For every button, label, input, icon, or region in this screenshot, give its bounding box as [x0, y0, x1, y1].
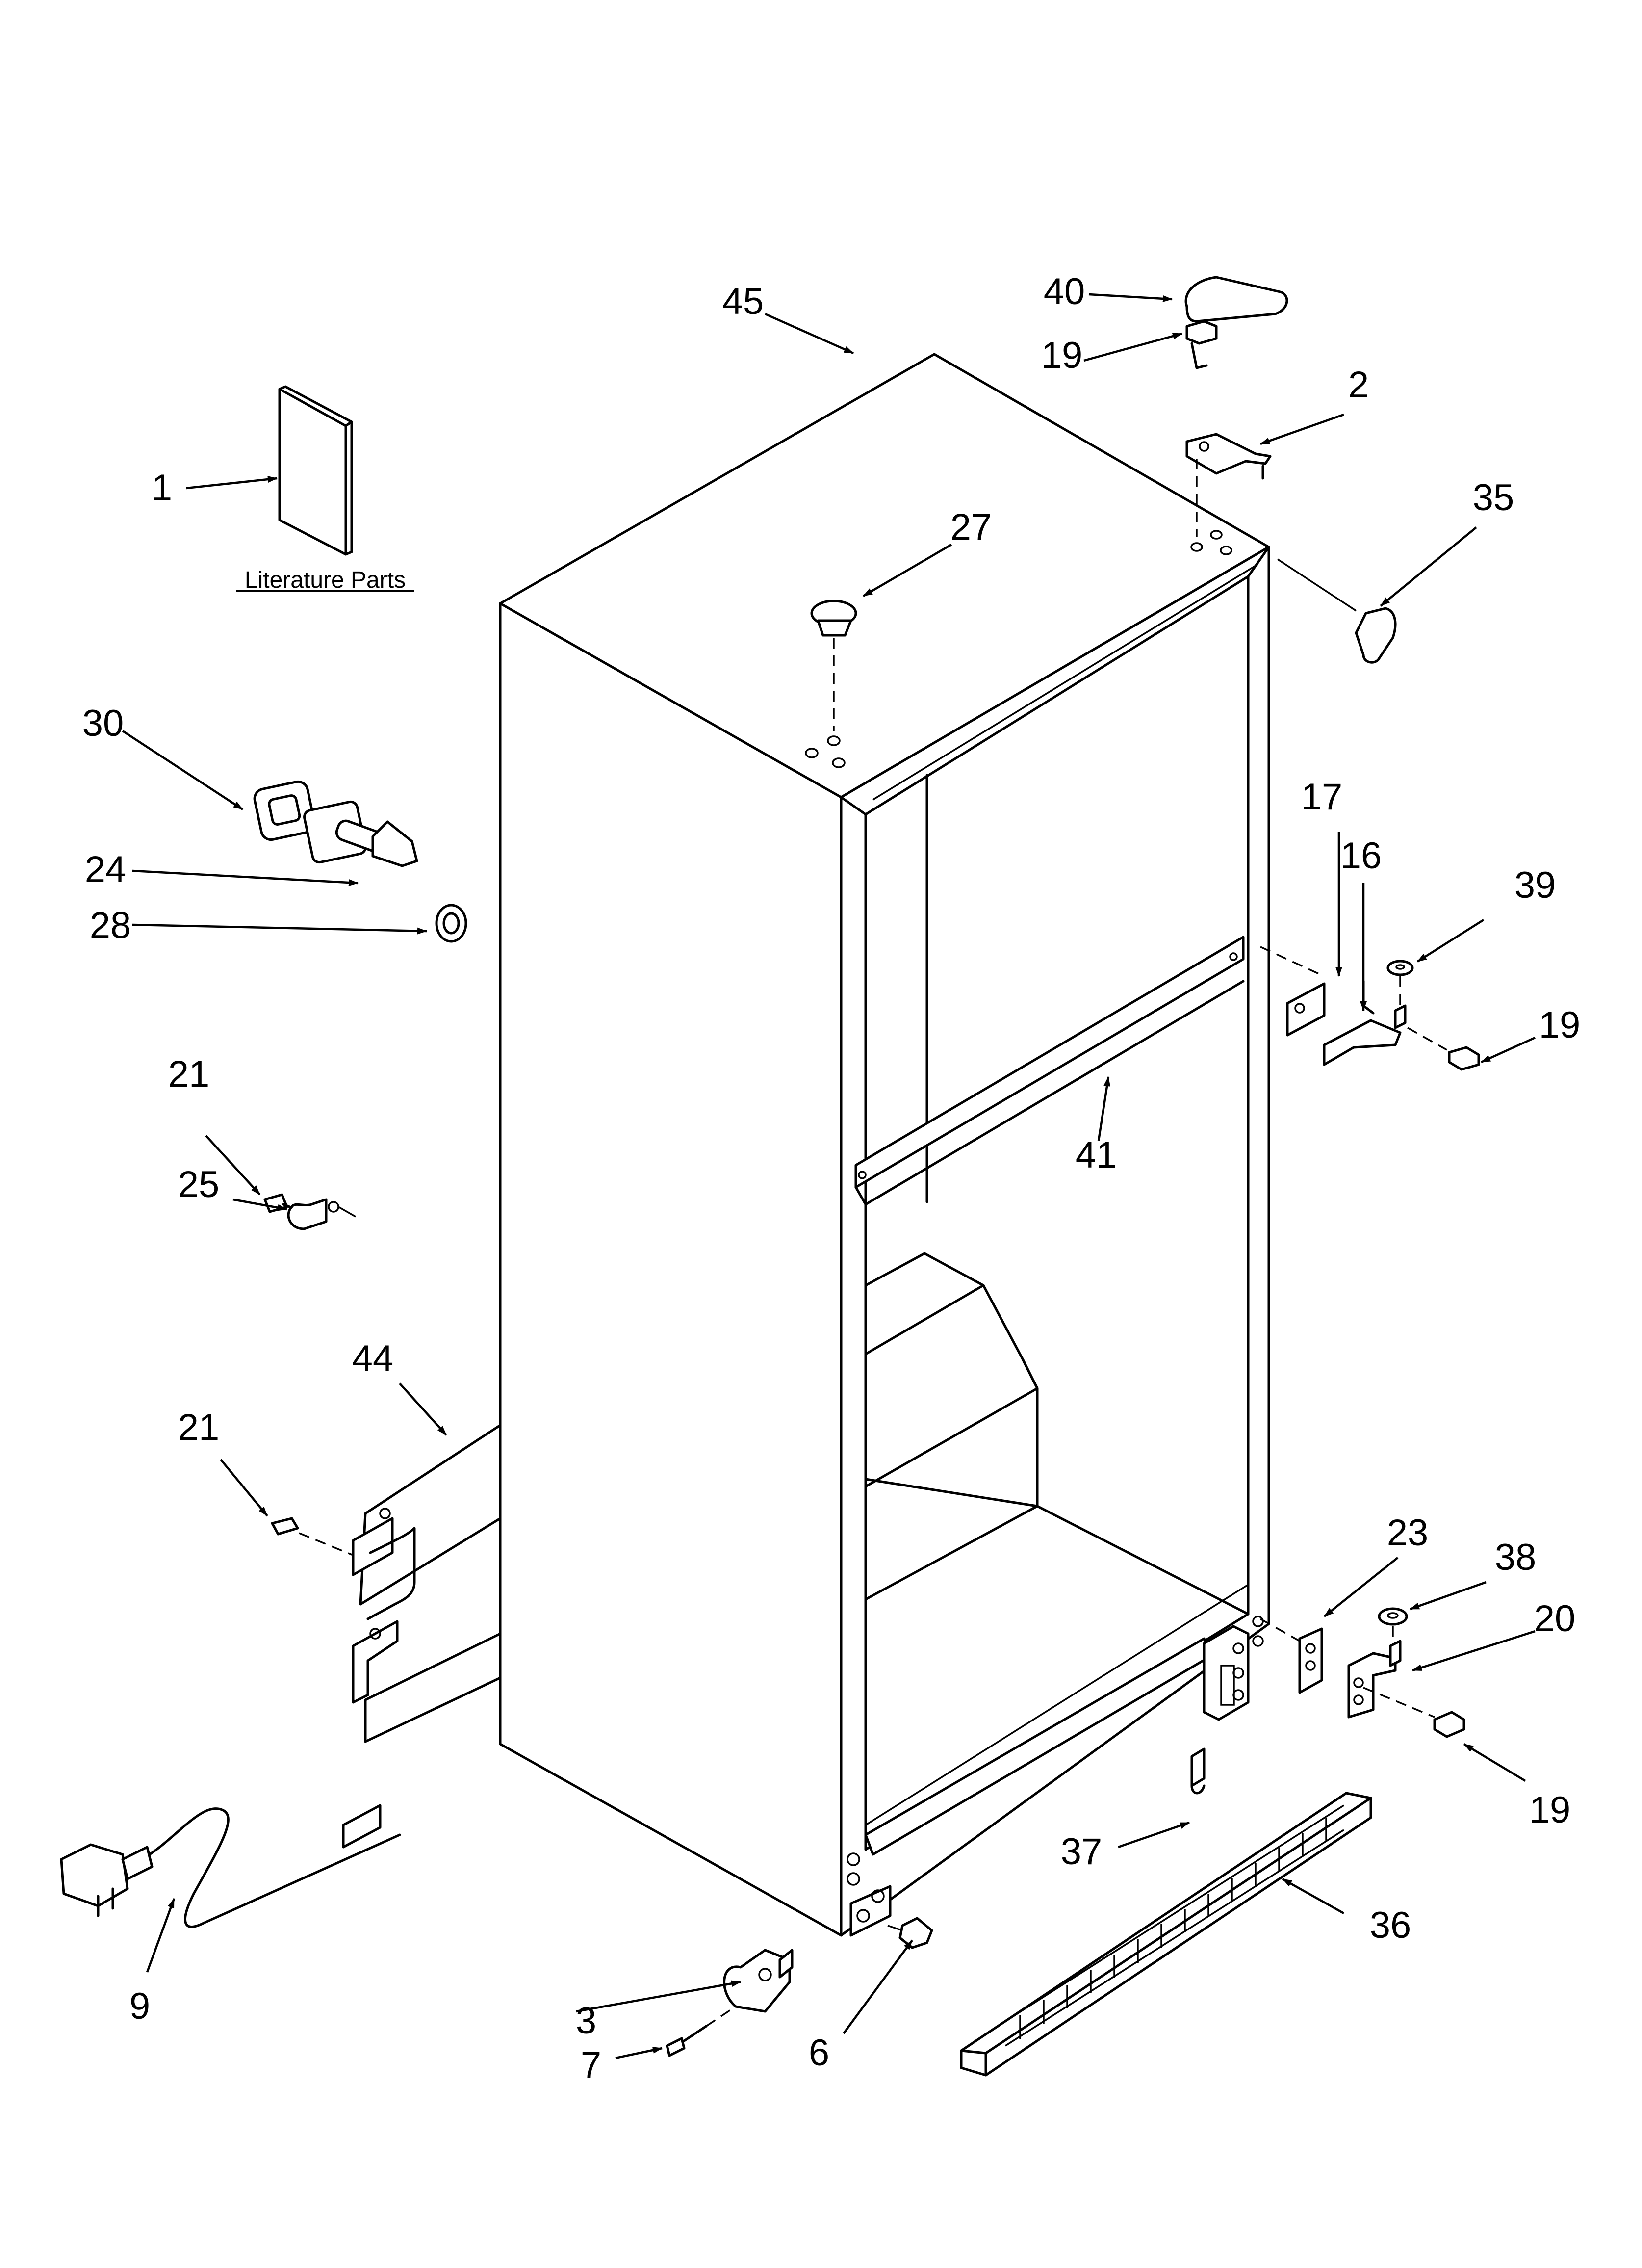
cabinet [499, 353, 1270, 1937]
hinge-cap [1184, 276, 1288, 323]
hinge-pin [666, 2006, 736, 2057]
wire-clip-and-screw [263, 1193, 356, 1230]
callout-17: 17 [1301, 776, 1343, 818]
bottom-hinge-screw [1433, 1711, 1465, 1738]
leveling-leg [723, 1949, 794, 2013]
callout-23: 23 [1387, 1512, 1429, 1554]
access-cover [271, 1424, 502, 1743]
power-cord [60, 1804, 401, 1928]
base-grille [960, 1792, 1372, 2077]
callout-7: 7 [581, 2044, 601, 2086]
center-hinge [1260, 946, 1447, 1066]
callout-37: 37 [1061, 1831, 1103, 1873]
callout-39: 39 [1514, 864, 1556, 906]
top-hinge-screw [1185, 320, 1218, 369]
bottom-hinge-bracket [849, 1885, 892, 1937]
callout-19-top: 19 [1041, 335, 1083, 376]
literature-parts-caption: Literature Parts [245, 567, 406, 593]
callout-3: 3 [576, 2000, 596, 2042]
callout-6: 6 [809, 2032, 829, 2074]
callout-27: 27 [950, 506, 992, 548]
callout-35: 35 [1473, 477, 1514, 519]
bottom-hinge [1260, 1607, 1435, 1719]
callout-45: 45 [722, 281, 764, 322]
callout-1: 1 [152, 467, 172, 509]
callout-25: 25 [178, 1164, 220, 1205]
door-stop [1277, 558, 1397, 664]
callout-36: 36 [1370, 1904, 1411, 1946]
callout-21-upper: 21 [168, 1053, 210, 1095]
callout-9: 9 [129, 1985, 150, 2027]
callout-38: 38 [1495, 1537, 1537, 1578]
center-hinge-screw [1448, 1046, 1480, 1071]
callout-2: 2 [1348, 364, 1369, 406]
grille-clip [1190, 1747, 1206, 1795]
callout-44: 44 [352, 1338, 394, 1380]
callout-20: 20 [1534, 1598, 1576, 1640]
top-hinge [1185, 433, 1272, 537]
callout-41: 41 [1076, 1134, 1117, 1176]
literature-parts [236, 385, 414, 592]
leader-lines [122, 293, 1536, 2059]
callout-19-bottom: 19 [1529, 1789, 1571, 1831]
callout-28: 28 [90, 905, 131, 946]
callout-labels: 1 Literature Parts 45 40 19 2 35 27 30 2… [82, 271, 1581, 2086]
callout-16: 16 [1340, 835, 1382, 877]
callout-24: 24 [85, 849, 127, 890]
plug-button [810, 600, 857, 731]
callout-21-lower: 21 [178, 1407, 220, 1448]
callout-40: 40 [1044, 271, 1085, 313]
callout-30: 30 [82, 703, 124, 744]
mullion-bar [854, 936, 1245, 1206]
callout-19-middle: 19 [1539, 1004, 1581, 1046]
control-knob-assembly [253, 780, 467, 943]
